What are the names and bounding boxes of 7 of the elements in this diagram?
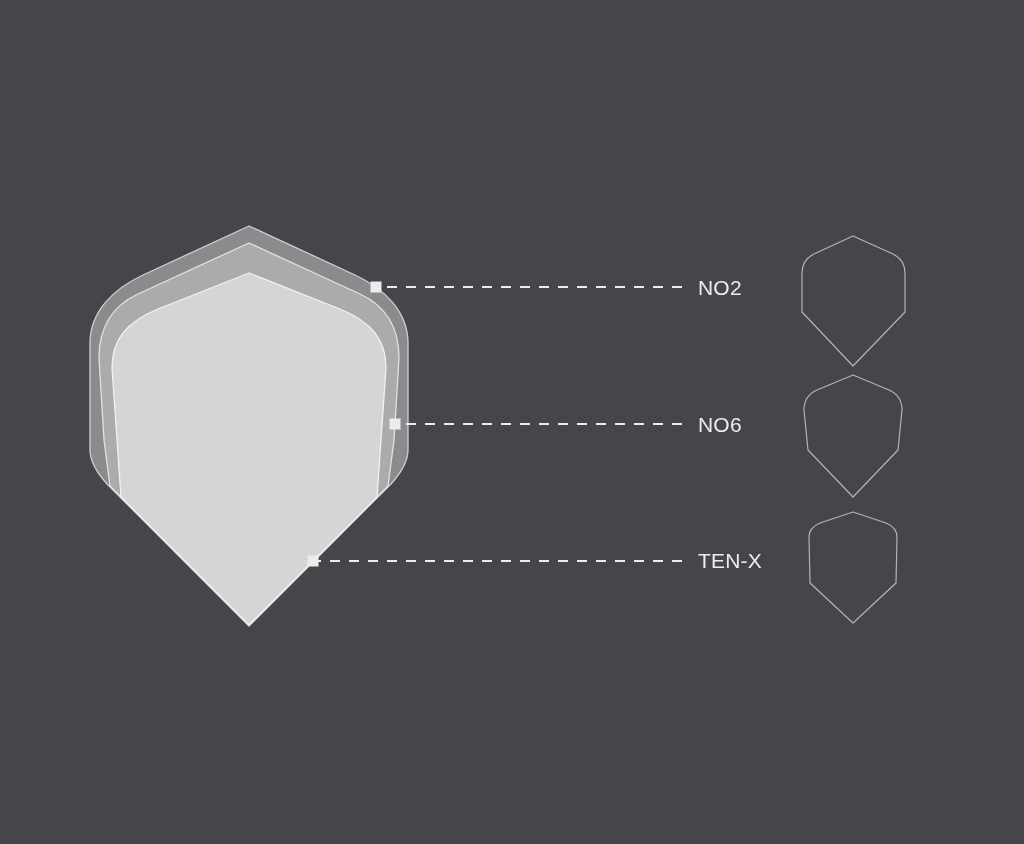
shape-label: NO2 [698,277,742,299]
inner-flight-shape [111,272,387,626]
leader-line [307,555,683,567]
shape-label: NO6 [698,414,742,436]
leader-line [389,418,683,430]
leader-line [370,281,683,293]
shape-label: TEN-X [698,550,762,572]
